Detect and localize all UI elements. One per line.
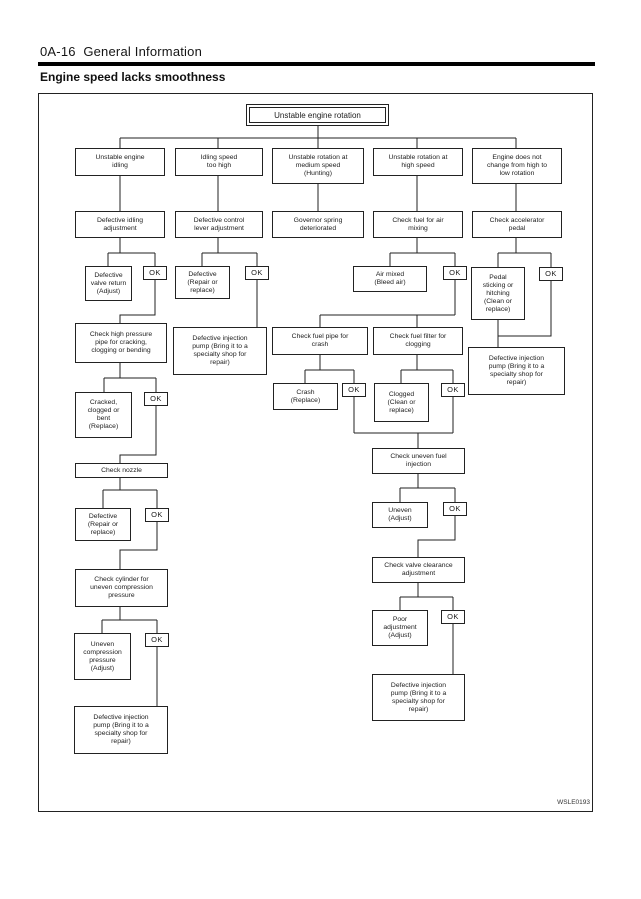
flow-node-poor-adjustment: Poor adjustment (Adjust): [372, 610, 428, 646]
flowchart-frame: [38, 93, 593, 812]
flow-node-idling-speed-too-high: Idling speed too high: [175, 148, 263, 176]
flow-node-defective-injection-pump-col2: Defective injection pump (Bring it to a …: [173, 327, 267, 375]
flow-node-defective-injection-pump-col1: Defective injection pump (Bring it to a …: [74, 706, 168, 754]
ok-box-fuel-injection: OK: [443, 502, 467, 516]
flow-node-check-valve-clearance: Check valve clearance adjustment: [372, 557, 465, 583]
flow-node-check-nozzle: Check nozzle: [75, 463, 168, 478]
ok-box-valve-clearance: OK: [441, 610, 465, 624]
flow-node-uneven-compression-pressure: Uneven compression pressure (Adjust): [74, 633, 131, 680]
flow-node-unstable-engine-rotation-label: Unstable engine rotation: [249, 107, 386, 123]
header-rule: [38, 62, 595, 66]
flow-node-clogged-clean-replace: Clogged (Clean or replace): [374, 383, 429, 422]
flow-node-unstable-engine-idling: Unstable engine idling: [75, 148, 165, 176]
flow-node-unstable-engine-rotation: Unstable engine rotation: [246, 104, 389, 126]
flow-node-defective-injection-pump-col4: Defective injection pump (Bring it to a …: [372, 674, 465, 721]
ok-box-nozzle: OK: [145, 508, 169, 522]
flow-node-unstable-rotation-high-speed: Unstable rotation at high speed: [373, 148, 463, 176]
section-title: Engine speed lacks smoothness: [40, 70, 226, 84]
ok-box-control-lever: OK: [245, 266, 269, 280]
flow-node-defective-control-lever-adjustment: Defective control lever adjustment: [175, 211, 263, 238]
flow-node-check-uneven-fuel-injection: Check uneven fuel injection: [372, 448, 465, 474]
flow-node-uneven-adjust: Uneven (Adjust): [372, 502, 428, 528]
figure-code: WSLE0193: [557, 799, 590, 806]
ok-box-compression: OK: [145, 633, 169, 647]
flow-node-defective-repair-replace-control-lever: Defective (Repair or replace): [175, 266, 230, 299]
flow-node-defective-idling-adjustment: Defective idling adjustment: [75, 211, 165, 238]
flow-node-check-fuel-pipe-crash: Check fuel pipe for crash: [272, 327, 368, 355]
flow-node-cracked-clogged-bent: Cracked, clogged or bent (Replace): [75, 392, 132, 438]
ok-box-accelerator-pedal: OK: [539, 267, 563, 281]
ok-box-fuel-filter: OK: [441, 383, 465, 397]
flow-node-unstable-rotation-medium-speed: Unstable rotation at medium speed (Hunti…: [272, 148, 364, 184]
page-header: 0A-16 General Information: [40, 44, 203, 59]
flow-node-crash-replace: Crash (Replace): [273, 383, 338, 410]
flow-node-defective-repair-replace-nozzle: Defective (Repair or replace): [75, 508, 131, 541]
ok-box-fuel-pipe: OK: [342, 383, 366, 397]
flow-node-air-mixed-bleed-air: Air mixed (Bleed air): [353, 266, 427, 292]
flow-node-check-fuel-air-mixing: Check fuel for air mixing: [373, 211, 463, 238]
ok-box-valve-return: OK: [143, 266, 167, 280]
ok-box-air-mixed: OK: [443, 266, 467, 280]
ok-box-high-pressure-pipe: OK: [144, 392, 168, 406]
flow-node-pedal-sticking-hitching: Pedal sticking or hitching (Clean or rep…: [471, 267, 525, 320]
flow-node-engine-not-change-high-to-low: Engine does not change from high to low …: [472, 148, 562, 184]
flow-node-check-high-pressure-pipe: Check high pressure pipe for cracking, c…: [75, 323, 167, 363]
flow-node-defective-valve-return: Defective valve return (Adjust): [85, 266, 132, 301]
flow-node-check-fuel-filter-clogging: Check fuel filter for clogging: [373, 327, 463, 355]
flow-node-governor-spring-deteriorated: Governor spring deteriorated: [272, 211, 364, 238]
flow-node-check-cylinder-compression: Check cylinder for uneven compression pr…: [75, 569, 168, 607]
flow-node-check-accelerator-pedal: Check accelerator pedal: [472, 211, 562, 238]
flow-node-defective-injection-pump-col5: Defective injection pump (Bring it to a …: [468, 347, 565, 395]
